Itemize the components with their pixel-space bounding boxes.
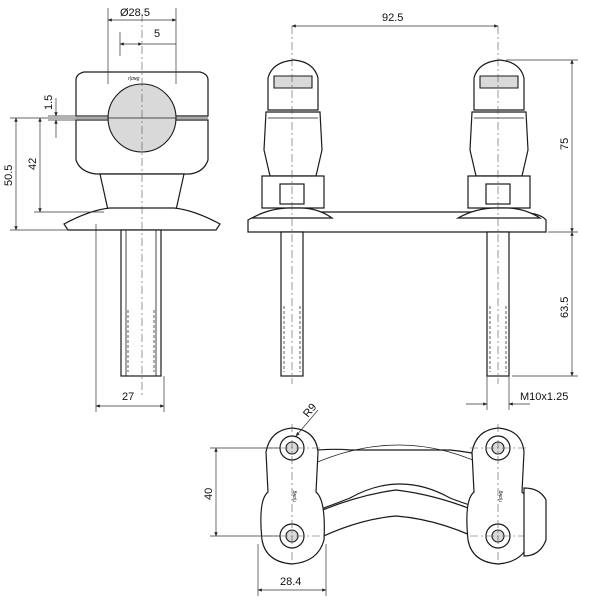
dim-base-width: 27 xyxy=(122,391,134,403)
front-view-tower-right xyxy=(455,26,543,384)
front-view-tower-left xyxy=(249,26,334,384)
dim-thread-spec: M10x1.25 xyxy=(520,391,568,403)
dim-offset: 5 xyxy=(154,28,160,40)
dim-center-distance: 92.5 xyxy=(382,12,403,24)
logo-text: r|ɑɴɡ xyxy=(128,76,140,82)
dim-top-width: 28.4 xyxy=(280,576,301,588)
dim-height-overall: 50.5 xyxy=(3,165,15,186)
dim-height-clamp: 42 xyxy=(27,158,39,170)
side-view: r|ɑɴɡ Ø28.5 5 1.5 42 50.5 27 xyxy=(3,7,221,412)
dim-total-height: 75 xyxy=(559,138,571,150)
top-view-pad-left: r|ɑɴɡ xyxy=(260,424,325,568)
dim-bar-diameter: Ø28.5 xyxy=(120,7,150,19)
dim-top-depth: 40 xyxy=(203,488,215,500)
front-view: 92.5 75 63.5 M10x1.25 xyxy=(247,12,578,410)
logo-text-top-left: r|ɑɴɡ xyxy=(292,490,298,502)
dim-stud-length: 63.5 xyxy=(559,297,571,318)
top-view-pad-right: r|ɑɴɡ xyxy=(466,424,531,568)
logo-text-top-right: r|ɑɴɡ xyxy=(498,490,504,502)
dim-gap: 1.5 xyxy=(43,95,55,110)
dim-radius: R9 xyxy=(301,401,319,419)
top-view: r|ɑɴɡ r|ɑɴɡ R9 40 28.4 xyxy=(203,401,547,596)
